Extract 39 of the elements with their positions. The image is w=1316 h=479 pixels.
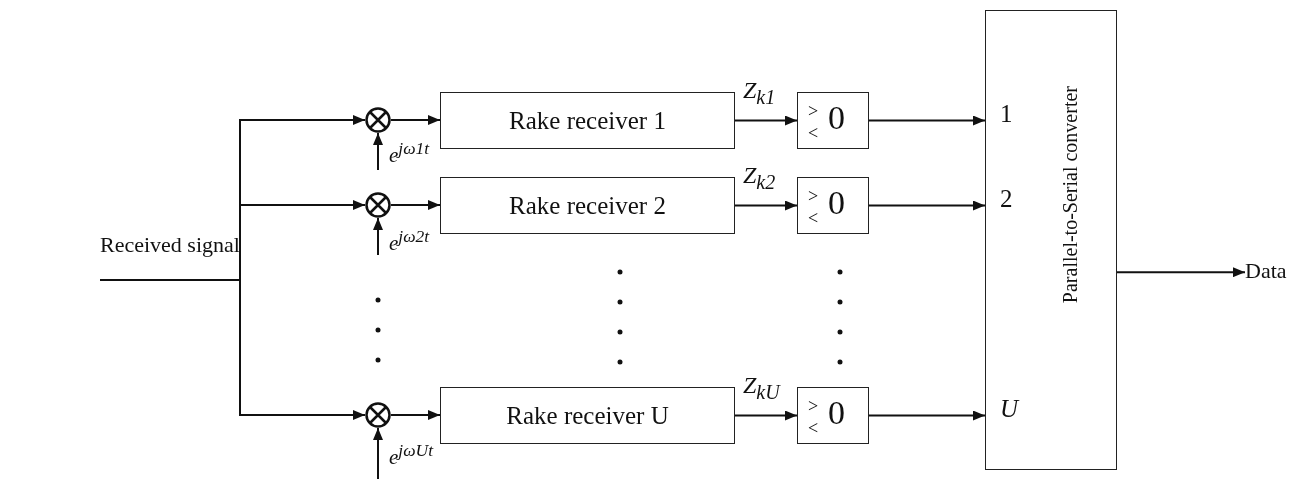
arrow <box>868 115 986 126</box>
arrow <box>373 427 383 479</box>
arrow <box>734 115 798 126</box>
arrow <box>868 200 986 211</box>
arrow <box>734 410 798 421</box>
output-label: Data <box>1245 258 1305 284</box>
process-box: Rake receiver U <box>440 387 735 444</box>
threshold-value: 0 <box>828 101 845 135</box>
threshold-value: 0 <box>828 186 845 220</box>
arrow <box>868 410 986 421</box>
mixer-symbol <box>365 402 391 428</box>
comparison-sign: < <box>808 419 819 437</box>
arrow <box>373 132 383 171</box>
arrow <box>1116 267 1246 278</box>
comparison-sign: < <box>808 124 819 142</box>
arrow <box>373 217 383 256</box>
decision-box <box>797 387 869 444</box>
port-label: U <box>1000 396 1019 421</box>
arrow <box>390 410 441 420</box>
comparison-sign: < <box>808 209 819 227</box>
threshold-value: 0 <box>828 396 845 430</box>
port-label: 1 <box>1000 101 1013 126</box>
mixer-symbol <box>365 192 391 218</box>
converter-label: Parallel-to-Serial converter <box>1060 86 1080 304</box>
decision-box <box>797 177 869 234</box>
mixer-symbol <box>365 107 391 133</box>
converter-box <box>985 10 1117 470</box>
comparison-sign: > <box>808 102 819 120</box>
arrow <box>99 279 366 420</box>
arrow <box>390 115 441 125</box>
port-label: 2 <box>1000 186 1013 211</box>
signal-label: Received signal <box>100 232 240 280</box>
process-box: Rake receiver 1 <box>440 92 735 149</box>
comparison-sign: > <box>808 397 819 415</box>
arrow <box>734 200 798 211</box>
comparison-sign: > <box>808 187 819 205</box>
process-box: Rake receiver 2 <box>440 177 735 234</box>
decision-box <box>797 92 869 149</box>
arrow <box>390 200 441 210</box>
